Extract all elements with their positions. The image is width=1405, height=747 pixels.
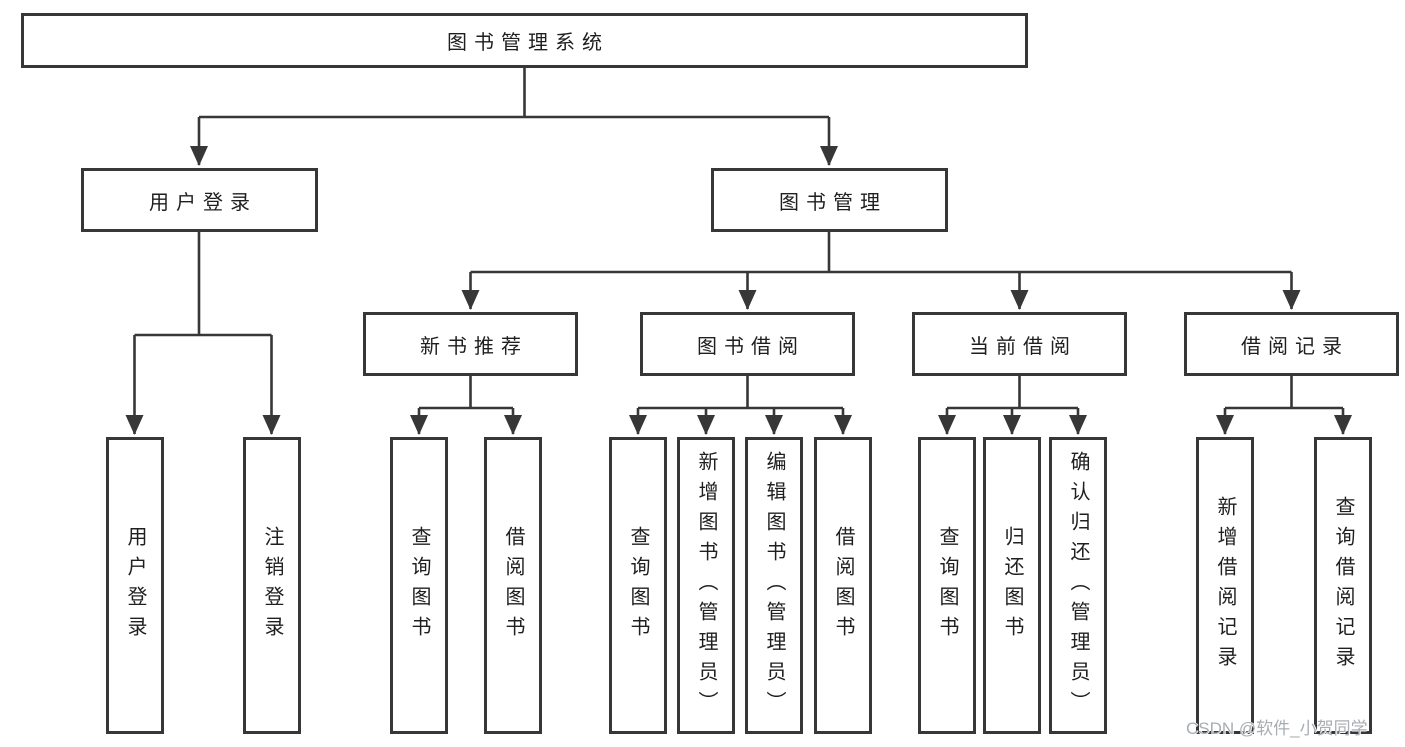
connector <box>470 232 1292 274</box>
connector <box>638 376 843 410</box>
leaf-label: 查询图书 <box>408 525 430 646</box>
leaf-label: 确认归还（管理员） <box>1067 450 1089 721</box>
connector <box>134 232 272 337</box>
leaf-borrow-books-recommend: 借阅图书 <box>484 437 542 734</box>
connector <box>947 376 1078 410</box>
leaf-label: 归还图书 <box>1001 525 1023 646</box>
node-current-borrow-label: 当前借阅 <box>969 335 1077 358</box>
leaf-label: 注销登录 <box>261 525 283 646</box>
leaf-label: 用户登录 <box>124 525 146 646</box>
node-book-borrow: 图书借阅 <box>640 312 855 376</box>
leaf-add-books-admin: 新增图书（管理员） <box>677 437 735 734</box>
node-borrow-records: 借阅记录 <box>1184 312 1399 376</box>
leaf-query-books-recommend: 查询图书 <box>390 437 448 734</box>
node-user-login-label: 用户登录 <box>149 191 257 214</box>
connector <box>199 68 829 119</box>
node-new-book-recommend: 新书推荐 <box>363 312 578 376</box>
leaf-borrow-books: 借阅图书 <box>814 437 872 734</box>
leaf-label: 查询图书 <box>936 525 958 646</box>
connector <box>1225 376 1343 410</box>
node-system-root-label: 图书管理系统 <box>447 32 609 54</box>
node-book-management: 图书管理 <box>711 168 948 232</box>
leaf-query-books-borrow: 查询图书 <box>609 437 667 734</box>
leaf-confirm-return-admin: 确认归还（管理员） <box>1049 437 1107 734</box>
node-book-borrow-label: 图书借阅 <box>697 335 805 358</box>
leaf-label: 编辑图书（管理员） <box>763 450 785 721</box>
node-system-root: 图书管理系统 <box>21 13 1028 68</box>
node-borrow-records-label: 借阅记录 <box>1241 335 1349 358</box>
leaf-return-books: 归还图书 <box>983 437 1041 734</box>
leaf-label: 查询图书 <box>627 525 649 646</box>
csdn-watermark: CSDN @软件_小贺同学 <box>1186 719 1368 738</box>
leaf-label: 查询借阅记录 <box>1332 495 1354 676</box>
leaf-user-login: 用户登录 <box>106 437 164 734</box>
leaf-label: 借阅图书 <box>502 525 524 646</box>
node-book-management-label: 图书管理 <box>779 191 887 214</box>
leaf-label: 新增借阅记录 <box>1214 495 1236 676</box>
leaf-add-borrow-record: 新增借阅记录 <box>1196 437 1254 734</box>
leaf-query-books-current: 查询图书 <box>918 437 976 734</box>
node-current-borrow: 当前借阅 <box>912 312 1127 376</box>
leaf-edit-books-admin: 编辑图书（管理员） <box>745 437 803 734</box>
leaf-label: 新增图书（管理员） <box>695 450 717 721</box>
node-user-login: 用户登录 <box>81 168 318 232</box>
leaf-query-borrow-record: 查询借阅记录 <box>1314 437 1372 734</box>
node-new-book-recommend-label: 新书推荐 <box>420 335 528 358</box>
leaf-label: 借阅图书 <box>832 525 854 646</box>
leaf-logout: 注销登录 <box>243 437 301 734</box>
connector <box>419 376 513 410</box>
